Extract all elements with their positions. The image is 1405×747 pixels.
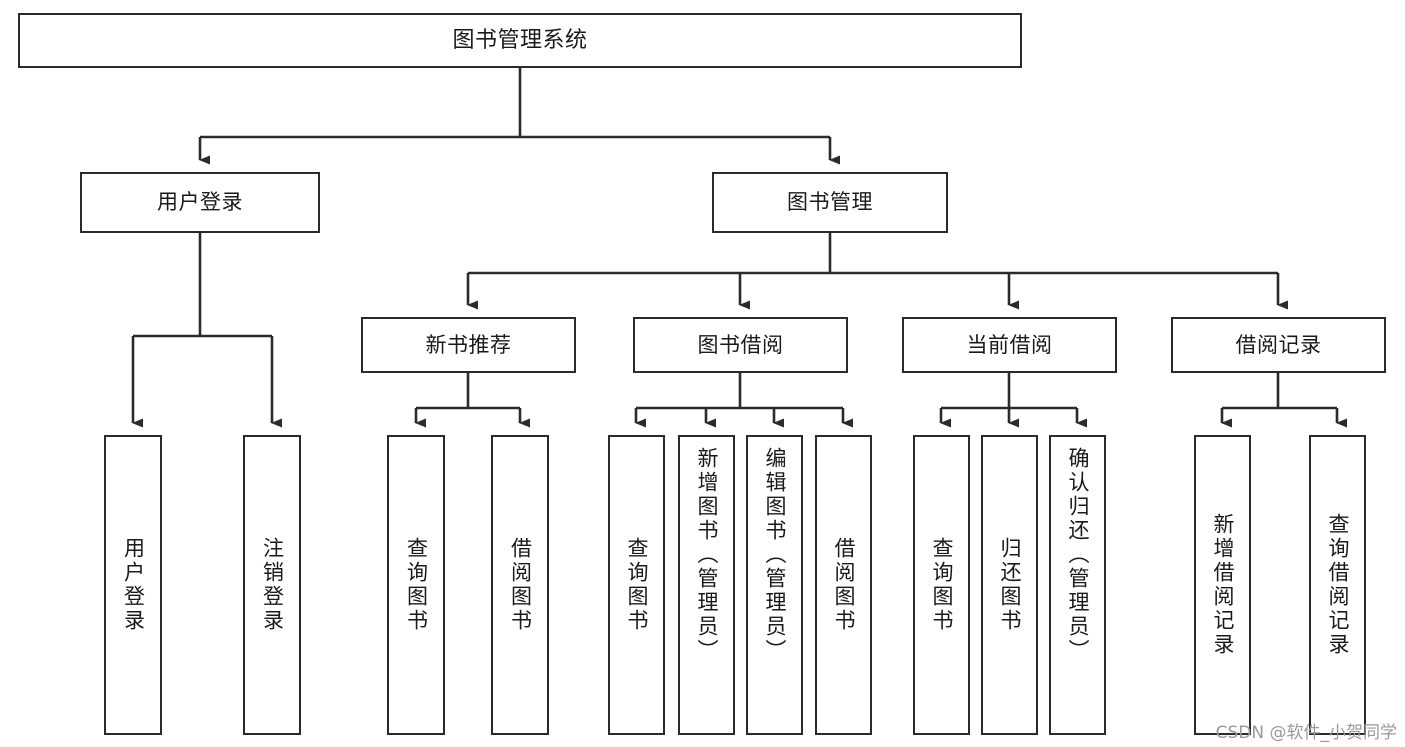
node-root-system[interactable]: 图书管理系统 <box>18 13 1022 68</box>
new-book-connectors <box>414 373 530 428</box>
leaf-book-borrow-edit[interactable]: 编辑图书（管理员） <box>746 435 803 735</box>
leaf-borrow-record-add[interactable]: 新增借阅记录 <box>1194 435 1251 735</box>
book-manage-connectors <box>466 233 1288 310</box>
leaf-book-borrow-query[interactable]: 查询图书 <box>608 435 665 735</box>
leaf-current-borrow-query[interactable]: 查询图书 <box>913 435 970 735</box>
node-borrow-record-label: 借阅记录 <box>1235 332 1322 357</box>
root-connectors <box>198 68 840 165</box>
leaf-book-borrow-edit-label: 编辑图书（管理员） <box>763 447 787 663</box>
node-book-management-label: 图书管理 <box>787 190 873 215</box>
leaf-current-borrow-return[interactable]: 归还图书 <box>981 435 1038 735</box>
node-current-borrow[interactable]: 当前借阅 <box>902 317 1117 373</box>
book-borrow-connectors <box>634 373 853 428</box>
node-user-login[interactable]: 用户登录 <box>80 172 320 233</box>
node-borrow-record[interactable]: 借阅记录 <box>1171 317 1386 373</box>
node-root-system-label: 图书管理系统 <box>452 27 588 53</box>
leaf-new-book-borrow-label: 借阅图书 <box>508 537 533 633</box>
leaf-book-borrow-borrow-label: 借阅图书 <box>832 537 856 633</box>
node-book-management[interactable]: 图书管理 <box>712 172 948 233</box>
node-book-borrow-label: 图书借阅 <box>697 332 784 357</box>
node-book-borrow[interactable]: 图书借阅 <box>633 317 848 373</box>
leaf-current-borrow-return-label: 归还图书 <box>998 537 1022 633</box>
leaf-book-borrow-borrow[interactable]: 借阅图书 <box>815 435 872 735</box>
node-user-login-label: 用户登录 <box>157 190 243 215</box>
node-new-book-recommend[interactable]: 新书推荐 <box>361 317 576 373</box>
leaf-new-book-borrow[interactable]: 借阅图书 <box>491 435 549 735</box>
current-borrow-connectors <box>939 373 1087 428</box>
leaf-borrow-record-query-label: 查询借阅记录 <box>1326 513 1350 657</box>
leaf-current-borrow-confirm[interactable]: 确认归还（管理员） <box>1049 435 1106 735</box>
leaf-user-login-logout-label: 注销登录 <box>260 537 285 633</box>
node-new-book-recommend-label: 新书推荐 <box>425 332 512 357</box>
leaf-book-borrow-add-label: 新增图书（管理员） <box>695 447 719 663</box>
leaf-current-borrow-confirm-label: 确认归还（管理员） <box>1066 447 1090 663</box>
leaf-new-book-query[interactable]: 查询图书 <box>387 435 445 735</box>
leaf-current-borrow-query-label: 查询图书 <box>930 537 954 633</box>
node-current-borrow-label: 当前借阅 <box>966 332 1053 357</box>
leaf-book-borrow-query-label: 查询图书 <box>625 537 649 633</box>
leaf-borrow-record-query[interactable]: 查询借阅记录 <box>1309 435 1366 735</box>
user-login-connectors <box>131 233 282 428</box>
leaf-new-book-query-label: 查询图书 <box>404 537 429 633</box>
borrow-record-connectors <box>1220 373 1347 428</box>
leaf-user-login-login[interactable]: 用户登录 <box>104 435 162 735</box>
leaf-user-login-logout[interactable]: 注销登录 <box>243 435 301 735</box>
leaf-book-borrow-add[interactable]: 新增图书（管理员） <box>678 435 735 735</box>
leaf-user-login-login-label: 用户登录 <box>121 537 146 633</box>
leaf-borrow-record-add-label: 新增借阅记录 <box>1211 513 1235 657</box>
